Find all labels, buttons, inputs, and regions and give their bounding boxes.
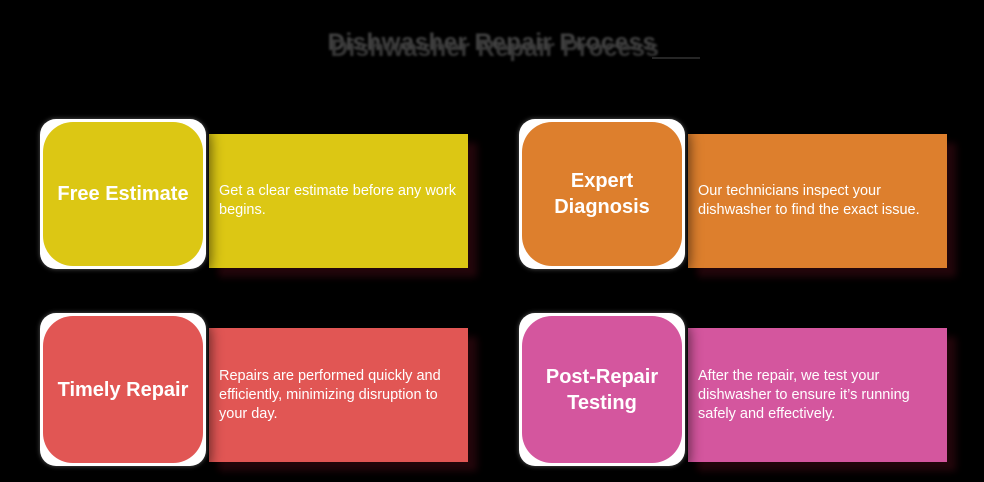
step-description: Repairs are performed quickly and effici… bbox=[219, 367, 441, 422]
page-title-text: Dishwasher Repair Process bbox=[327, 29, 657, 56]
step-badge-fill: Timely Repair bbox=[43, 316, 203, 463]
step-description: After the repair, we test your dishwashe… bbox=[698, 367, 910, 422]
step-badge: Expert Diagnosis bbox=[519, 119, 685, 269]
step-description-panel: After the repair, we test your dishwashe… bbox=[688, 328, 947, 462]
step-label: Post-Repair Testing bbox=[545, 365, 659, 414]
step-label: Timely Repair bbox=[57, 378, 189, 401]
process-step-card-timely-repair: Repairs are performed quickly and effici… bbox=[40, 313, 472, 468]
step-badge: Post-Repair Testing bbox=[519, 313, 685, 466]
step-description: Get a clear estimate before any work beg… bbox=[219, 183, 456, 218]
step-label: Free Estimate bbox=[57, 183, 189, 205]
step-badge-fill: Expert Diagnosis bbox=[522, 122, 682, 266]
process-step-card-free-estimate: Get a clear estimate before any work beg… bbox=[40, 119, 472, 274]
step-label: Expert Diagnosis bbox=[554, 170, 650, 218]
step-badge: Timely Repair bbox=[40, 313, 206, 466]
process-step-card-post-repair-testing: After the repair, we test your dishwashe… bbox=[519, 313, 951, 468]
step-description: Our technicians inspect your dishwasher … bbox=[698, 183, 920, 218]
step-badge-fill: Free Estimate bbox=[43, 122, 203, 266]
step-description-panel: Get a clear estimate before any work beg… bbox=[209, 134, 468, 268]
step-badge: Free Estimate bbox=[40, 119, 206, 269]
page-title-area: Dishwasher Repair Process Dishwasher Rep… bbox=[0, 29, 984, 62]
process-step-card-expert-diagnosis: Our technicians inspect your dishwasher … bbox=[519, 119, 951, 274]
page-title: Dishwasher Repair Process Dishwasher Rep… bbox=[327, 29, 659, 62]
title-underline-artifact bbox=[652, 57, 700, 59]
page-title-ghost-copy: Dishwasher Repair Process bbox=[330, 35, 660, 62]
step-badge-fill: Post-Repair Testing bbox=[522, 316, 682, 463]
step-description-panel: Our technicians inspect your dishwasher … bbox=[688, 134, 947, 268]
step-description-panel: Repairs are performed quickly and effici… bbox=[209, 328, 468, 462]
